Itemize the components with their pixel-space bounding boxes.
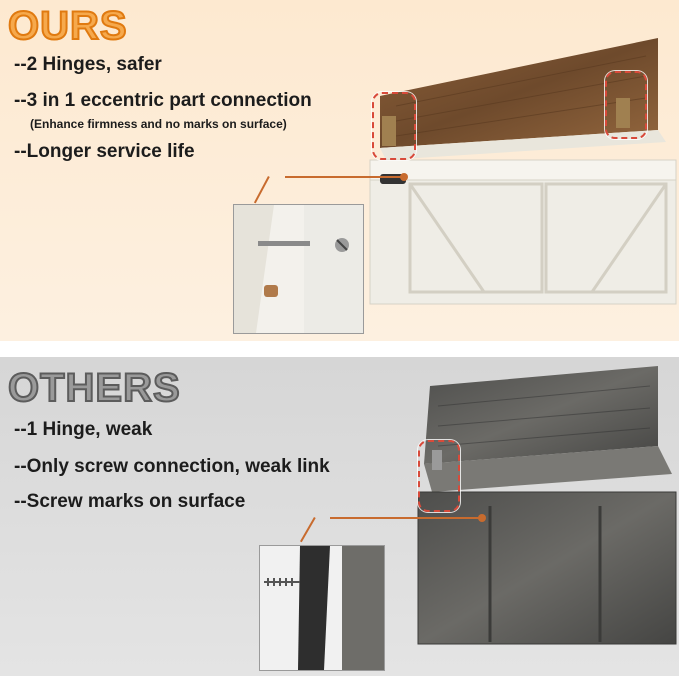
ours-bullet-3: --Longer service life <box>14 141 195 162</box>
ours-bullet-1: --2 Hinges, safer <box>14 54 162 75</box>
ours-hinge-left-highlight <box>372 92 416 160</box>
others-bullet-3: --Screw marks on surface <box>14 491 246 512</box>
ours-eccentric-connector-inset <box>233 204 364 334</box>
others-screw-connection-inset <box>259 545 385 671</box>
ours-bullet-2: --3 in 1 eccentric part connection <box>14 90 312 111</box>
ours-callout-dot <box>400 173 408 181</box>
gray-storage-bench-image <box>417 366 677 645</box>
others-bullet-2: --Only screw connection, weak link <box>14 456 330 477</box>
ours-callout-line-diagonal <box>253 176 270 204</box>
ours-hinge-right-highlight <box>605 71 647 139</box>
others-bullet-1: --1 Hinge, weak <box>14 419 153 440</box>
ours-note: (Enhance firmness and no marks on surfac… <box>30 117 287 131</box>
white-storage-bench-image <box>369 38 677 305</box>
others-headline: OTHERS <box>7 365 181 411</box>
ours-callout-line <box>285 176 403 178</box>
ours-headline: OURS <box>7 3 128 49</box>
ours-panel: OURS --2 Hinges, safer --3 in 1 eccentri… <box>0 0 679 341</box>
others-callout-dot <box>478 514 486 522</box>
others-callout-line <box>330 517 480 519</box>
others-hinge-highlight <box>418 440 460 512</box>
